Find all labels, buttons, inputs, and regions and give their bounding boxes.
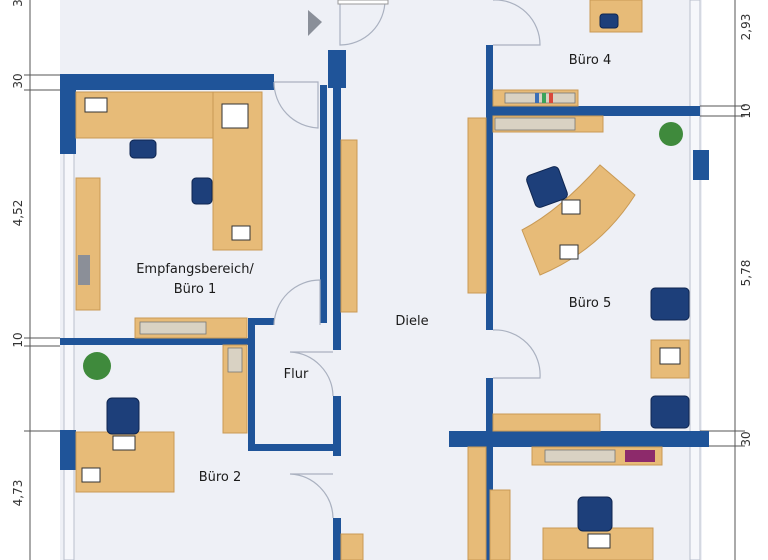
wall-hall-left-upper: [320, 85, 327, 323]
chairs: [106, 13, 690, 532]
armchair-office5-top: [650, 287, 690, 321]
wall-office5-bottom: [449, 431, 709, 447]
entrance-door-frame: [337, 0, 389, 5]
doors: [273, 0, 541, 519]
books-office4-color2: [542, 93, 546, 103]
outer-wall-right-line: [689, 0, 701, 560]
laptop-office2: [112, 435, 136, 451]
dim-left-office2: 4,73: [11, 479, 25, 507]
office6-shelf-left: [467, 446, 487, 560]
books-office6-color: [625, 450, 655, 462]
label-office2: Büro 2: [198, 470, 242, 485]
dim-left-top: 3: [11, 0, 25, 7]
chair-reception-1: [129, 139, 157, 159]
paper-reception: [231, 225, 251, 241]
label-reception-line2: Büro 1: [173, 282, 217, 297]
files-office1-sideboard: [78, 255, 90, 285]
dim-right-office4: 2,93: [739, 13, 753, 41]
door-entrance: [339, 0, 386, 46]
books-office2-shelf: [227, 347, 243, 373]
dim-left-wall-top: 30: [11, 73, 25, 89]
wall-flur-bottom: [248, 444, 336, 451]
office5-shelf-left: [467, 117, 487, 294]
shelf-books: [78, 92, 655, 463]
dim-left-office1: 4,52: [11, 199, 25, 227]
chair-office6: [577, 496, 613, 532]
hall-bench-left-bottom: [340, 533, 364, 560]
door-office1: [273, 81, 319, 129]
label-office5: Büro 5: [568, 296, 612, 311]
walls: [60, 45, 709, 560]
paper-office2: [81, 467, 101, 483]
office5-desk: [521, 164, 636, 276]
plant-office5: [659, 122, 683, 146]
plant-office2: [83, 352, 111, 380]
dim-right-office5: 5,78: [739, 259, 753, 287]
door-flur-office2: [289, 473, 334, 519]
wall-office1-office2: [60, 338, 250, 345]
door-office5: [492, 329, 541, 379]
books-office4-color3: [549, 93, 553, 103]
wall-left-upper: [60, 74, 76, 154]
door-flur-hall: [273, 279, 321, 326]
wall-right-post: [693, 150, 709, 180]
armchair-office5-bottom: [650, 395, 690, 429]
laptop-office5: [561, 199, 581, 215]
plants: [83, 122, 683, 380]
dim-left-wall-mid: 10: [11, 332, 25, 348]
wall-flur-left: [248, 318, 255, 450]
dim-right-wall: 10: [739, 103, 753, 119]
wall-left-mid: [60, 430, 76, 470]
books-office1: [139, 321, 207, 335]
dimension-lines-left: [24, 0, 60, 560]
printer-reception: [221, 103, 249, 129]
monitor-reception: [84, 97, 108, 113]
door-hall-flur2: [289, 351, 334, 397]
books-office4-color1: [535, 93, 539, 103]
outer-wall-left-line: [63, 149, 75, 560]
label-reception-line1: Empfangsbereich/: [136, 262, 254, 277]
label-hall: Diele: [395, 314, 429, 329]
label-office4: Büro 4: [568, 53, 612, 68]
entrance-arrow-icon: [308, 10, 322, 36]
chair-office2: [106, 397, 140, 435]
office6-cabinet: [489, 489, 511, 560]
paper-sidetable: [659, 347, 681, 365]
wall-hall-left-seg: [333, 80, 341, 350]
office-equipment: [81, 97, 681, 549]
chair-office4: [599, 13, 619, 29]
dimension-lines-right: [700, 0, 745, 560]
wall-hall-right-upper: [486, 45, 493, 330]
paper-office5: [559, 244, 579, 260]
door-office4: [493, 0, 541, 46]
chair-office5: [526, 166, 568, 208]
wall-hall-left-post: [328, 50, 346, 88]
wall-hall-right-lower: [486, 378, 493, 560]
laptop-office6: [587, 533, 611, 549]
office5-shelf-bottom: [492, 413, 601, 432]
wall-flur-top: [248, 318, 274, 325]
hall-bench-left: [340, 139, 358, 313]
label-corridor: Flur: [283, 367, 309, 382]
wall-top-left: [60, 74, 274, 90]
office1-sideboard: [75, 177, 101, 311]
wall-office4-office5: [493, 106, 700, 116]
books-office5: [494, 117, 576, 131]
wall-hall-left-bottom: [333, 518, 341, 560]
books-office4: [504, 92, 576, 104]
chair-reception-2: [191, 177, 213, 205]
dim-right-wall-bottom: 30: [739, 431, 753, 447]
books-office6: [544, 449, 616, 463]
wall-hall-left-lower: [333, 396, 341, 456]
